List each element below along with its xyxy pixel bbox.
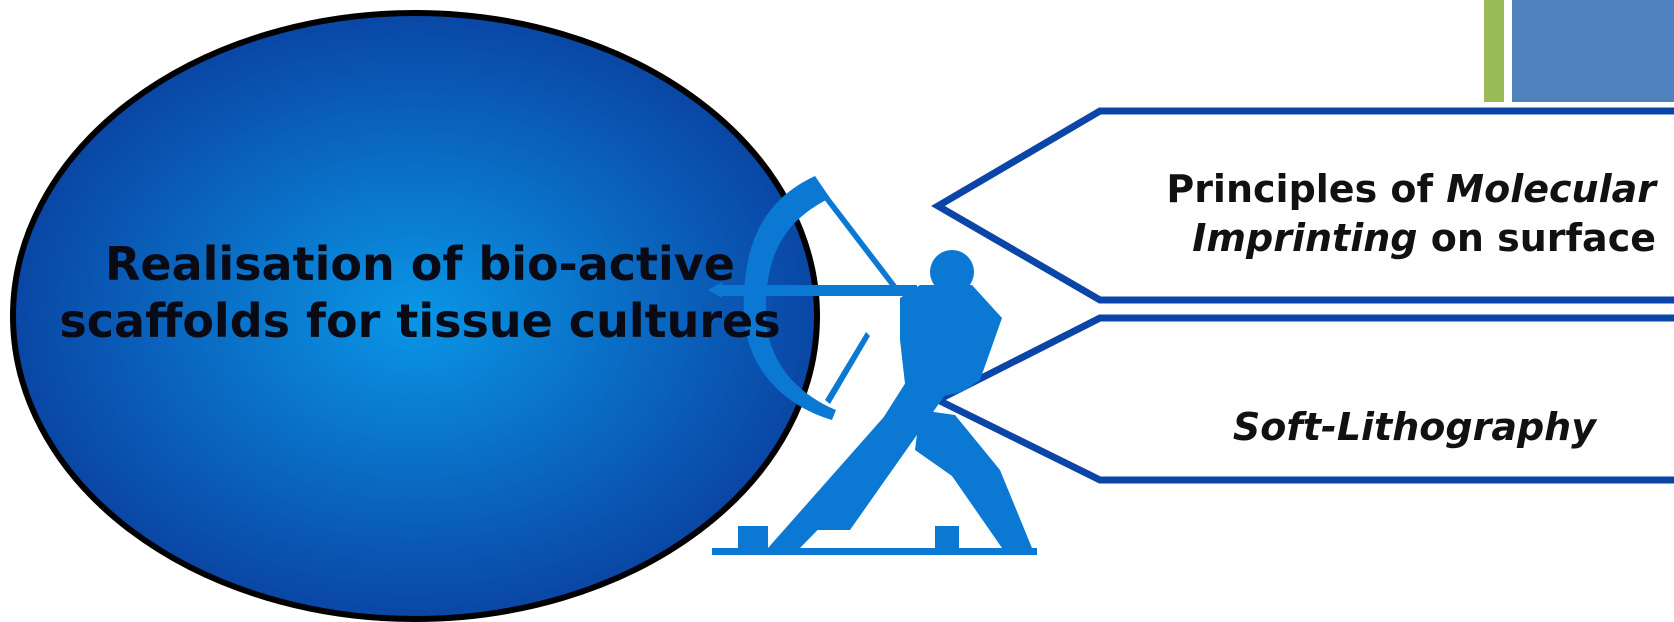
method-callout-2 (930, 314, 1674, 484)
accent-green-bar (1484, 0, 1504, 102)
method-callout-1 (931, 107, 1674, 304)
goal-label: Realisation of bio-active scaffolds for … (40, 236, 800, 349)
goal-line-2: scaffolds for tissue cultures (59, 293, 781, 348)
method-1-label: Principles of Molecular Imprinting on su… (1070, 165, 1670, 264)
accent-blue-bar (1512, 0, 1674, 102)
method-1-line-1: Principles of Molecular (1070, 165, 1656, 214)
method-2-label: Soft-Lithography (1232, 405, 1596, 449)
method-1-suffix: on surface (1417, 216, 1656, 261)
method-1-emphasis-1: Molecular (1446, 167, 1656, 211)
method-1-emphasis-2: Imprinting (1192, 216, 1418, 261)
goal-ellipse (10, 10, 820, 622)
goal-line-1: Realisation of bio-active (104, 237, 735, 291)
corner-accent-bars (1484, 0, 1674, 102)
method-1-prefix: Principles of (1166, 167, 1447, 211)
method-1-line-2: Imprinting on surface (1070, 214, 1656, 263)
archer-icon (708, 176, 1037, 555)
